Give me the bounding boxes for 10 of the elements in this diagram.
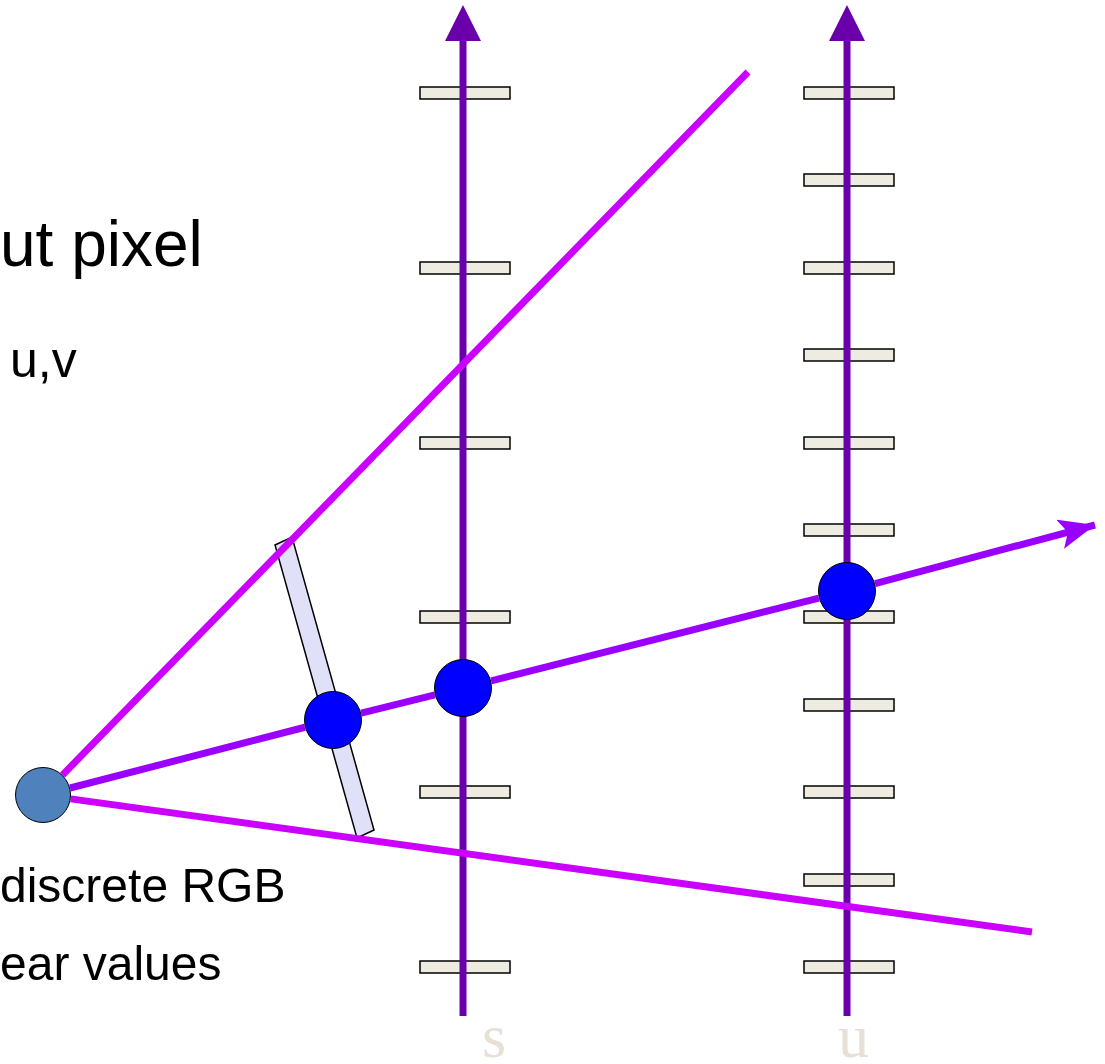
ray-line bbox=[60, 69, 751, 778]
text-label: u,v bbox=[10, 335, 77, 385]
ray-line bbox=[69, 723, 306, 792]
text-label: discrete RGB bbox=[0, 862, 286, 910]
ray-arrow bbox=[874, 519, 1096, 587]
ray-line bbox=[360, 691, 436, 717]
viewpoint-dot bbox=[15, 767, 71, 823]
ray-line bbox=[70, 795, 1033, 936]
text-label: ear values bbox=[0, 940, 222, 988]
ray-line bbox=[490, 594, 820, 685]
